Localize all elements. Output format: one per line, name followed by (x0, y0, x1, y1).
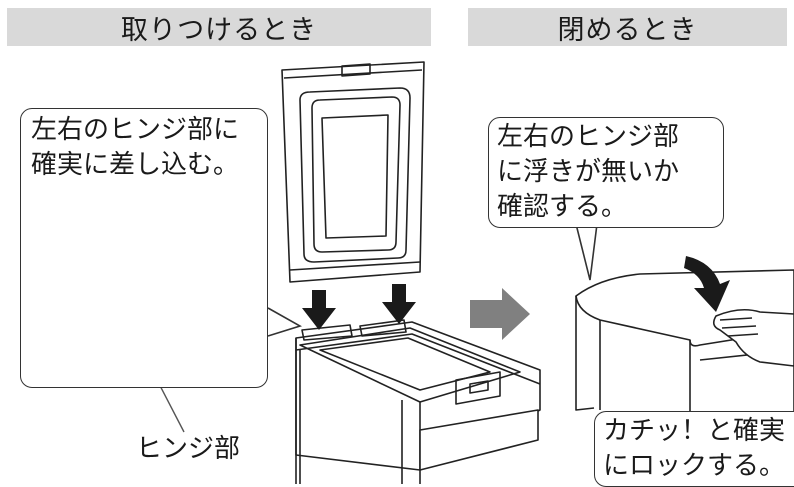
callout-check: 左右のヒンジ部 に浮きが無いか 確認する。 (488, 117, 724, 228)
callout-lock-line-1: カチッ！と確実 (603, 416, 786, 446)
callout-check-line-1: 左右のヒンジ部 (497, 122, 680, 152)
callout-check-line-3: 確認する。 (497, 192, 628, 222)
hand-icon (712, 308, 794, 367)
callout-insert-line-1: 左右のヒンジ部に (31, 115, 240, 145)
right-arrow-icon (470, 288, 530, 340)
callout-insert: 左右のヒンジ部に 確実に差し込む。 (20, 108, 268, 388)
curved-arrow-icon (684, 256, 730, 312)
hinge-label: ヒンジ部 (136, 434, 241, 464)
callout-lock: カチッ！と確実 にロックする。 (594, 411, 794, 487)
header-attach: 取りつけるとき (7, 8, 431, 46)
callout-insert-line-2: 確実に差し込む。 (31, 150, 240, 180)
down-arrow-icon (302, 290, 336, 330)
down-arrow-icon (382, 284, 416, 324)
callout-check-line-2: に浮きが無いか (497, 157, 680, 187)
header-close: 閉めるとき (468, 8, 787, 46)
bubble-tail (573, 215, 599, 281)
tank-body (295, 319, 541, 484)
callout-lock-line-2: にロックする。 (603, 451, 786, 481)
lid-raised (281, 61, 425, 283)
bubble-tail (267, 307, 303, 337)
